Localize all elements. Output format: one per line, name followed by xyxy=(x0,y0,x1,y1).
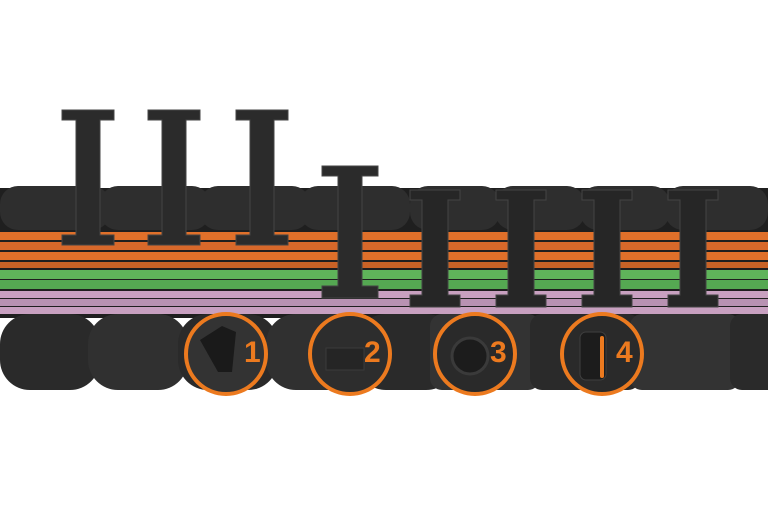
upper-chain-links xyxy=(0,186,768,230)
side-link-plate-detail-icon xyxy=(325,347,365,371)
callout-2-label: 2 xyxy=(364,336,381,369)
stop-dog-detail-icon xyxy=(579,331,607,381)
callout-3-label: 3 xyxy=(490,336,507,369)
closed-crossbars xyxy=(409,189,719,308)
callout-2-circle xyxy=(308,312,392,396)
opened-crossbars xyxy=(61,109,379,299)
callout-1-circle xyxy=(184,312,268,396)
callout-4-circle xyxy=(560,312,644,396)
cables xyxy=(0,232,768,314)
crossbar-latch-detail-icon xyxy=(200,326,236,372)
callout-1-label: 1 xyxy=(244,336,261,369)
callout-3-circle xyxy=(433,312,517,396)
callout-4-label: 4 xyxy=(616,336,633,369)
pivot-joint-detail-icon xyxy=(450,336,490,376)
